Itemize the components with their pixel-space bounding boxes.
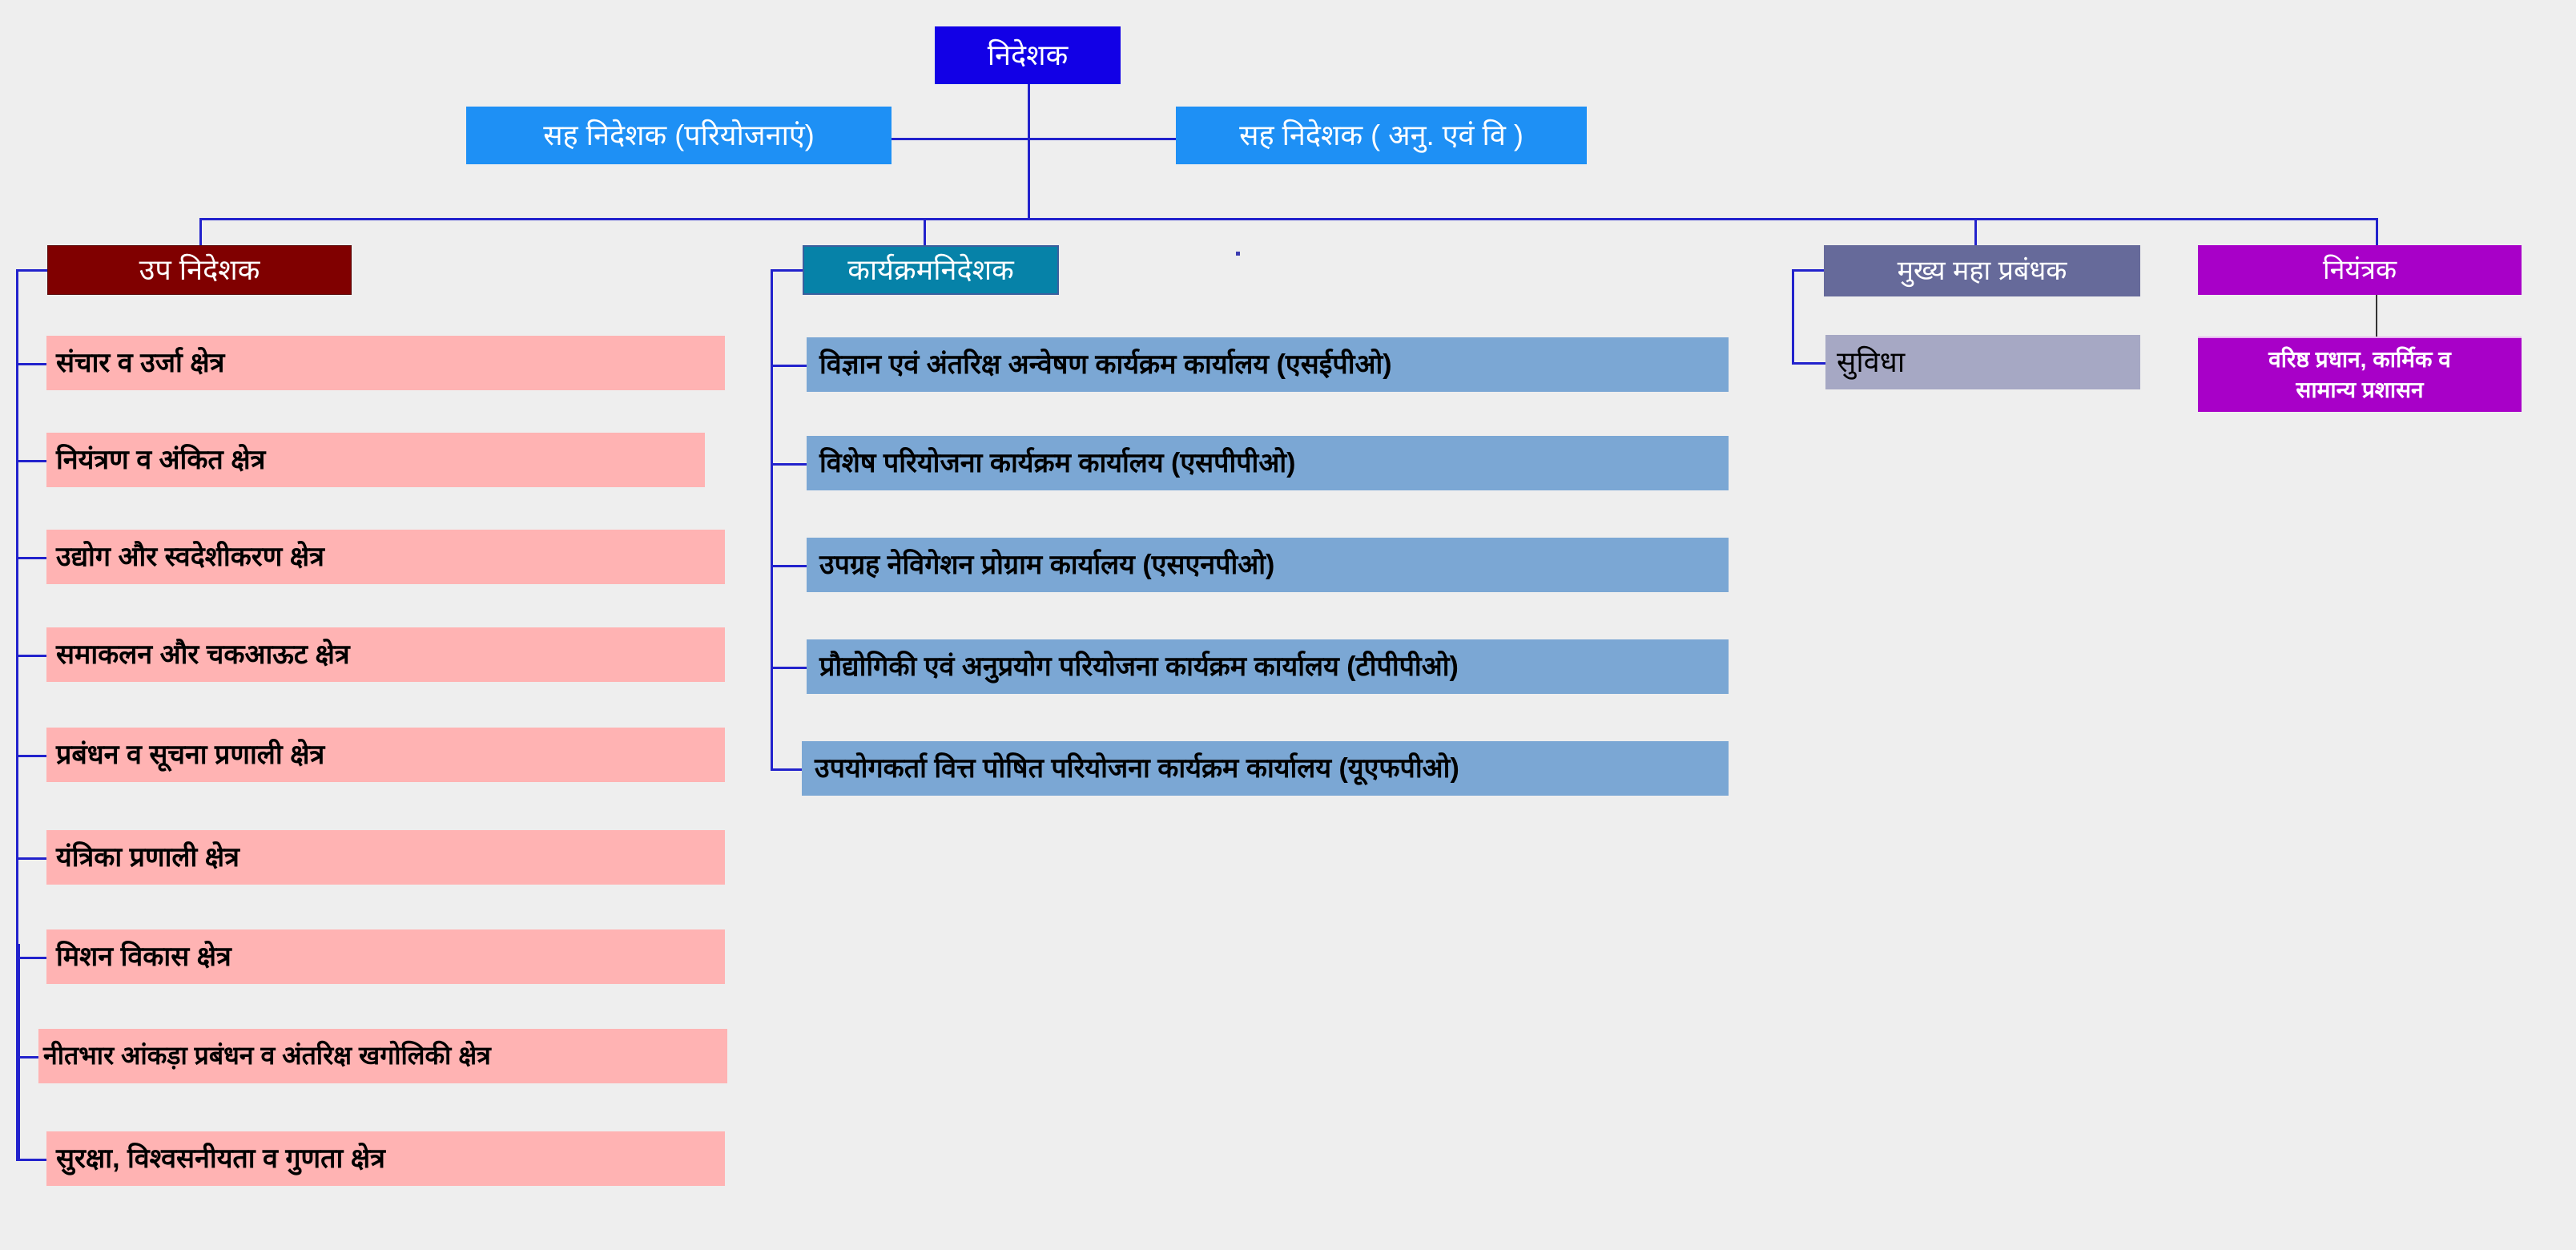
- node-area-mechanical-systems-label: यंत्रिका प्रणाली क्षेत्र: [56, 841, 239, 873]
- connector-level2-bus: [199, 218, 2378, 220]
- node-area-control-checkout-label: नियंत्रण व अंकित क्षेत्र: [56, 444, 266, 475]
- connector-stub-cgm-heading: [1792, 269, 1825, 272]
- node-area-integration-checkout[interactable]: समाकलन और चकआऊट क्षेत्र: [46, 627, 725, 682]
- connector-trunk-deputy-director: [16, 269, 18, 1161]
- node-joint-director-rnd[interactable]: सह निदेशक ( अनु. एवं वि ): [1176, 107, 1587, 164]
- node-director[interactable]: निदेशक: [935, 26, 1121, 84]
- connector-director-stem: [1028, 84, 1030, 138]
- node-area-mechanical-systems[interactable]: यंत्रिका प्रणाली क्षेत्र: [46, 830, 725, 885]
- node-programme-snpo-label: उपग्रह नेविगेशन प्रोग्राम कार्यालय (एसएन…: [819, 549, 1275, 580]
- node-senior-head-personnel-general-admin-label: वरिष्ठ प्रधान, कार्मिक व सामान्य प्रशासन: [2268, 347, 2451, 402]
- connector-drop-controller: [2376, 218, 2378, 247]
- connector-stub-prog-3: [771, 565, 807, 567]
- connector-drop-programme-director: [924, 218, 926, 247]
- connector-stub-facility: [1792, 362, 1825, 365]
- node-programme-sppo-label: विशेष परियोजना कार्यक्रम कार्यालय (एसपीप…: [819, 447, 1296, 478]
- node-programme-sppo[interactable]: विशेष परियोजना कार्यक्रम कार्यालय (एसपीप…: [807, 436, 1729, 490]
- node-area-communication-energy-label: संचार व उर्जा क्षेत्र: [56, 347, 225, 378]
- node-facility-label: सुविधा: [1837, 345, 1906, 378]
- node-programme-ufpo[interactable]: उपयोगकर्ता वित्त पोषित परियोजना कार्यक्र…: [802, 741, 1729, 796]
- node-joint-director-projects[interactable]: सह निदेशक (परियोजनाएं): [466, 107, 892, 164]
- connector-stub-pd-heading: [771, 269, 807, 272]
- connector-stub-area-2: [16, 460, 48, 462]
- connector-stub-area-3: [16, 557, 48, 559]
- connector-stub-prog-5: [771, 768, 807, 771]
- node-programme-tppo[interactable]: प्रौद्योगिकी एवं अनुप्रयोग परियोजना कार्…: [807, 639, 1729, 694]
- connector-director-to-level2: [1028, 138, 1030, 220]
- node-programme-tppo-label: प्रौद्योगिकी एवं अनुप्रयोग परियोजना कार्…: [819, 651, 1459, 682]
- connector-controller-to-admin: [2376, 287, 2377, 337]
- connector-stub-area-4: [16, 655, 48, 657]
- connector-joint-director-bus: [892, 138, 1176, 140]
- node-area-payload-data-management-label: नीतभार आंकड़ा प्रबंधन व अंतरिक्ष खगोलिकी…: [43, 1041, 491, 1071]
- node-area-mission-development[interactable]: मिशन विकास क्षेत्र: [46, 929, 725, 984]
- connector-trunk-programme-director: [771, 269, 773, 771]
- connector-stub-prog-1: [771, 365, 807, 367]
- node-programme-sepo[interactable]: विज्ञान एवं अंतरिक्ष अन्वेषण कार्यक्रम क…: [807, 337, 1729, 392]
- node-controller-label: नियंत्रक: [2322, 254, 2397, 285]
- node-area-industry-indigenisation-label: उद्योग और स्वदेशीकरण क्षेत्र: [56, 541, 324, 572]
- node-programme-director[interactable]: कार्यक्रमनिदेशक: [803, 245, 1059, 295]
- node-joint-director-projects-label: सह निदेशक (परियोजनाएं): [543, 118, 815, 151]
- connector-trunk-chief-general-manager: [1792, 269, 1794, 362]
- node-deputy-director-label: उप निदेशक: [139, 252, 260, 286]
- node-chief-general-manager-label: मुख्य महा प्रबंधक: [1897, 255, 2067, 286]
- node-deputy-director[interactable]: उप निदेशक: [47, 245, 352, 295]
- connector-stub-prog-2: [771, 463, 807, 466]
- node-area-management-information-systems-label: प्रबंधन व सूचना प्रणाली क्षेत्र: [56, 739, 325, 770]
- node-facility[interactable]: सुविधा: [1825, 335, 2140, 389]
- node-joint-director-rnd-label: सह निदेशक ( अनु. एवं वि ): [1239, 118, 1523, 151]
- node-director-label: निदेशक: [987, 38, 1069, 71]
- node-area-management-information-systems[interactable]: प्रबंधन व सूचना प्रणाली क्षेत्र: [46, 728, 725, 782]
- node-area-industry-indigenisation[interactable]: उद्योग और स्वदेशीकरण क्षेत्र: [46, 530, 725, 584]
- connector-stub-area-7: [16, 957, 48, 959]
- node-area-safety-reliability-quality[interactable]: सुरक्षा, विश्वसनीयता व गुणता क्षेत्र: [46, 1131, 725, 1186]
- node-area-mission-development-label: मिशन विकास क्षेत्र: [56, 941, 231, 972]
- render-artifact-dot: [1236, 252, 1240, 256]
- node-senior-head-personnel-general-admin[interactable]: वरिष्ठ प्रधान, कार्मिक व सामान्य प्रशासन: [2198, 337, 2522, 412]
- connector-stub-dd-heading: [16, 269, 48, 272]
- node-programme-snpo[interactable]: उपग्रह नेविगेशन प्रोग्राम कार्यालय (एसएन…: [807, 538, 1729, 592]
- node-programme-sepo-label: विज्ञान एवं अंतरिक्ष अन्वेषण कार्यक्रम क…: [819, 349, 1392, 380]
- node-programme-director-label: कार्यक्रमनिदेशक: [847, 252, 1014, 286]
- connector-stub-prog-4: [771, 667, 807, 669]
- node-area-communication-energy[interactable]: संचार व उर्जा क्षेत्र: [46, 336, 725, 390]
- connector-drop-chief-general-manager: [1974, 218, 1977, 247]
- node-area-safety-reliability-quality-label: सुरक्षा, विश्वसनीयता व गुणता क्षेत्र: [56, 1143, 385, 1174]
- connector-stub-area-9: [16, 1159, 48, 1161]
- node-area-payload-data-management[interactable]: नीतभार आंकड़ा प्रबंधन व अंतरिक्ष खगोलिकी…: [38, 1029, 727, 1083]
- connector-stub-area-5: [16, 755, 48, 757]
- connector-trunk-deputy-director-lower: [16, 944, 20, 1161]
- node-controller[interactable]: नियंत्रक: [2198, 245, 2522, 295]
- node-programme-ufpo-label: उपयोगकर्ता वित्त पोषित परियोजना कार्यक्र…: [815, 752, 1459, 784]
- connector-stub-area-6: [16, 857, 48, 860]
- node-area-integration-checkout-label: समाकलन और चकआऊट क्षेत्र: [56, 639, 350, 670]
- connector-drop-deputy-director: [199, 218, 202, 247]
- connector-stub-area-1: [16, 363, 48, 365]
- node-area-control-checkout[interactable]: नियंत्रण व अंकित क्षेत्र: [46, 433, 705, 487]
- node-chief-general-manager[interactable]: मुख्य महा प्रबंधक: [1824, 245, 2140, 296]
